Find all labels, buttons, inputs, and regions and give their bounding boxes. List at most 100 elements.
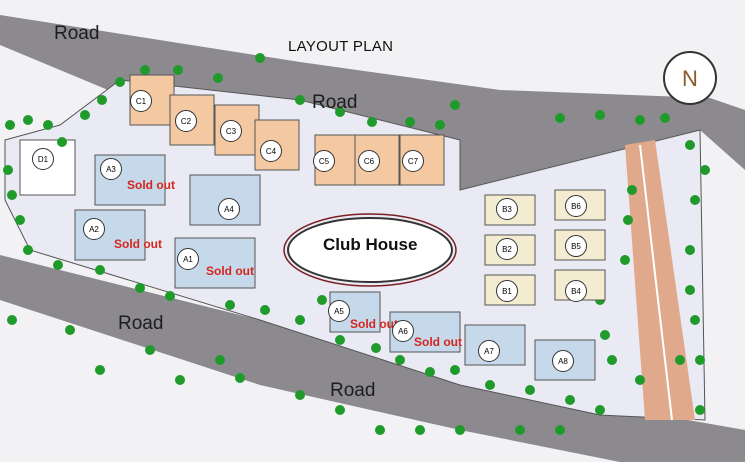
- tree-icon: [57, 137, 67, 147]
- tree-icon: [695, 405, 705, 415]
- north-compass-icon: N: [662, 50, 718, 106]
- tree-icon: [485, 380, 495, 390]
- block-label-c6: C6: [358, 150, 380, 172]
- tree-icon: [525, 385, 535, 395]
- tree-icon: [235, 373, 245, 383]
- tree-icon: [425, 367, 435, 377]
- tree-icon: [140, 65, 150, 75]
- tree-icon: [43, 120, 53, 130]
- block-label-a3: A3: [100, 158, 122, 180]
- tree-icon: [65, 325, 75, 335]
- tree-icon: [7, 190, 17, 200]
- tree-icon: [450, 100, 460, 110]
- block-label-b2: B2: [496, 238, 518, 260]
- tree-icon: [620, 255, 630, 265]
- tree-icon: [450, 365, 460, 375]
- block-label-c7: C7: [402, 150, 424, 172]
- tree-icon: [213, 73, 223, 83]
- tree-icon: [685, 285, 695, 295]
- block-label-c4: C4: [260, 140, 282, 162]
- block-label-a8: A8: [552, 350, 574, 372]
- block-label-b4: B4: [565, 280, 587, 302]
- tree-icon: [565, 395, 575, 405]
- block-label-a5: A5: [328, 300, 350, 322]
- tree-icon: [135, 283, 145, 293]
- bottom-road: [0, 255, 745, 462]
- tree-icon: [395, 355, 405, 365]
- layout-plan-title: LAYOUT PLAN: [288, 38, 394, 55]
- tree-icon: [600, 330, 610, 340]
- tree-icon: [335, 107, 345, 117]
- tree-icon: [435, 120, 445, 130]
- tree-icon: [3, 165, 13, 175]
- tree-icon: [375, 425, 385, 435]
- block-label-c3: C3: [220, 120, 242, 142]
- club-house-shape: [287, 217, 453, 283]
- tree-icon: [675, 355, 685, 365]
- tree-icon: [15, 215, 25, 225]
- tree-icon: [23, 115, 33, 125]
- tree-icon: [685, 140, 695, 150]
- tree-icon: [700, 165, 710, 175]
- club-house-label: Club House: [323, 235, 418, 254]
- tree-icon: [515, 425, 525, 435]
- tree-icon: [371, 343, 381, 353]
- block-label-a1: A1: [177, 248, 199, 270]
- tree-icon: [623, 215, 633, 225]
- block-label-a6: A6: [392, 320, 414, 342]
- road-label-bottom-center: Road: [330, 380, 376, 401]
- tree-icon: [690, 315, 700, 325]
- tree-icon: [455, 425, 465, 435]
- tree-icon: [95, 365, 105, 375]
- block-label-c5: C5: [313, 150, 335, 172]
- tree-icon: [260, 305, 270, 315]
- road-label-bottom-left: Road: [118, 313, 164, 334]
- road-label-top-center: Road: [312, 92, 358, 113]
- tree-icon: [555, 113, 565, 123]
- tree-icon: [555, 425, 565, 435]
- tree-icon: [95, 265, 105, 275]
- block-label-a4: A4: [218, 198, 240, 220]
- sold-out-label-a1: Sold out: [206, 264, 254, 278]
- tree-icon: [367, 117, 377, 127]
- tree-icon: [685, 245, 695, 255]
- tree-icon: [173, 65, 183, 75]
- tree-icon: [607, 355, 617, 365]
- top-road: [0, 15, 745, 190]
- sold-out-label-a3: Sold out: [127, 178, 175, 192]
- tree-icon: [5, 120, 15, 130]
- tree-icon: [23, 245, 33, 255]
- tree-icon: [595, 405, 605, 415]
- tree-icon: [415, 425, 425, 435]
- tree-icon: [627, 185, 637, 195]
- block-label-b6: B6: [565, 195, 587, 217]
- block-label-c1: C1: [130, 90, 152, 112]
- block-label-b3: B3: [496, 198, 518, 220]
- sold-out-label-a6: Sold out: [414, 335, 462, 349]
- tree-icon: [165, 291, 175, 301]
- tree-icon: [335, 335, 345, 345]
- block-label-d1: D1: [32, 148, 54, 170]
- tree-icon: [145, 345, 155, 355]
- tree-icon: [53, 260, 63, 270]
- compass-letter: N: [682, 66, 698, 91]
- block-label-a2: A2: [83, 218, 105, 240]
- sold-out-label-a2: Sold out: [114, 237, 162, 251]
- tree-icon: [7, 315, 17, 325]
- tree-icon: [635, 375, 645, 385]
- tree-icon: [695, 355, 705, 365]
- access-strip: [625, 140, 695, 420]
- tree-icon: [97, 95, 107, 105]
- block-label-b5: B5: [565, 235, 587, 257]
- block-label-c2: C2: [175, 110, 197, 132]
- sold-out-label-a5: Sold out: [350, 317, 398, 331]
- block-a7: [464, 324, 526, 366]
- tree-icon: [175, 375, 185, 385]
- tree-icon: [295, 315, 305, 325]
- tree-icon: [255, 53, 265, 63]
- tree-icon: [295, 390, 305, 400]
- tree-icon: [115, 77, 125, 87]
- tree-icon: [660, 113, 670, 123]
- road-label-top-left: Road: [54, 23, 100, 44]
